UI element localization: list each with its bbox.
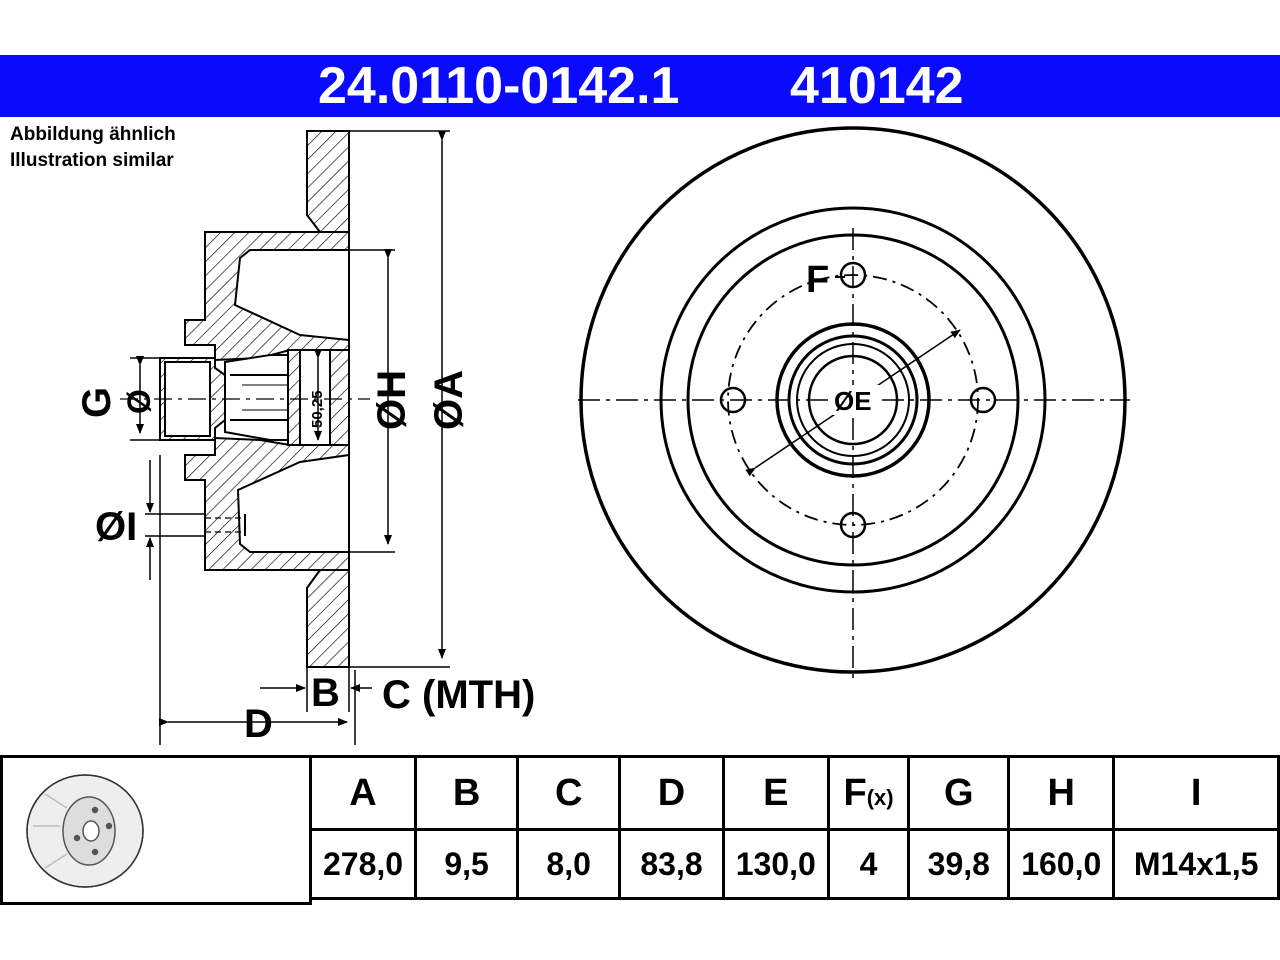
spec-header-f: F(x) <box>826 755 911 831</box>
spec-table: A B C D E F(x) G H I 278,0 9,5 8,0 83,8 … <box>308 755 1280 900</box>
spec-value-d: 83,8 <box>618 828 725 900</box>
label-g-dia: Ø <box>121 389 157 414</box>
hub-lower-wall <box>184 436 350 571</box>
label-c: C (MTH) <box>382 673 535 717</box>
spec-value-b: 9,5 <box>414 828 520 900</box>
label-e: ØE <box>834 386 872 416</box>
disc-ring-lower <box>306 569 350 668</box>
label-f: F <box>806 259 829 301</box>
disc-thumbnail-cell <box>0 755 312 905</box>
spec-header-g: G <box>907 755 1011 831</box>
spec-value-g: 39,8 <box>907 828 1011 900</box>
spec-header-h: H <box>1007 755 1116 831</box>
header-bar: 24.0110-0142.1 410142 <box>0 55 1280 117</box>
spec-value-e: 130,0 <box>721 828 830 900</box>
spec-value-i: M14x1,5 <box>1112 828 1280 900</box>
side-section-view <box>120 130 370 668</box>
spec-value-f: 4 <box>826 828 911 900</box>
ate-number: 410142 <box>790 57 964 115</box>
spec-value-h: 160,0 <box>1007 828 1116 900</box>
label-50-25: 50,25 <box>309 390 326 428</box>
spec-header-f-letter: F <box>843 771 867 814</box>
spec-header-b: B <box>414 755 520 831</box>
bolt-holes <box>719 261 997 539</box>
label-d: D <box>244 702 273 746</box>
label-i: ØI <box>95 505 137 549</box>
spec-header-c: C <box>516 755 622 831</box>
spec-header-d: D <box>618 755 725 831</box>
label-g: G <box>75 387 119 418</box>
spec-header-f-suffix: (x) <box>866 784 894 810</box>
spec-value-a: 278,0 <box>308 828 418 900</box>
disc-thumbnail-icon <box>26 774 144 888</box>
label-a: ØA <box>427 370 471 430</box>
spec-header-a: A <box>308 755 418 831</box>
technical-drawing: G Ø ØH ØA 50,25 ØI B C (MTH) D ØE F <box>75 126 1130 746</box>
disc-ring-upper <box>306 130 350 233</box>
spec-value-row: 278,0 9,5 8,0 83,8 130,0 4 39,8 160,0 M1… <box>308 828 1280 900</box>
label-h: ØH <box>370 370 414 430</box>
note-line-de: Abbildung ähnlich <box>10 124 176 145</box>
spec-header-i: I <box>1112 755 1280 831</box>
spec-header-row: A B C D E F(x) G H I <box>308 755 1280 831</box>
spec-header-e: E <box>721 755 830 831</box>
part-number: 24.0110-0142.1 <box>318 57 680 115</box>
note-line-en: Illustration similar <box>10 150 174 171</box>
label-b: B <box>311 671 340 715</box>
hub-upper-wall <box>184 231 350 362</box>
side-dimensions <box>130 130 450 745</box>
spec-value-c: 8,0 <box>516 828 622 900</box>
